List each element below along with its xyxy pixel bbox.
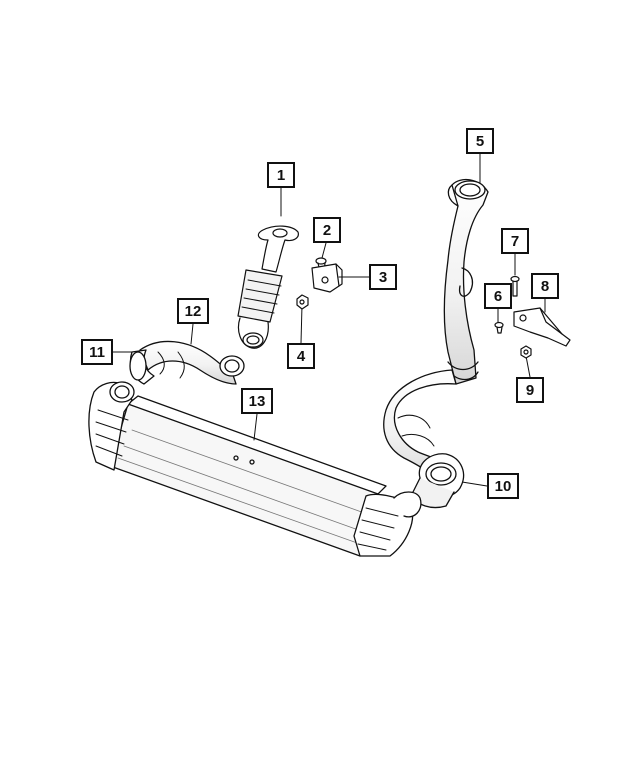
callout-6[interactable]: 6 <box>484 283 512 309</box>
callout-8[interactable]: 8 <box>531 273 559 299</box>
callout-1[interactable]: 1 <box>267 162 295 188</box>
part-8-bracket <box>513 307 571 347</box>
callout-4[interactable]: 4 <box>287 343 315 369</box>
part-5-outlet-hose <box>383 178 489 487</box>
callout-9[interactable]: 9 <box>516 377 544 403</box>
callout-12[interactable]: 12 <box>177 298 209 324</box>
callout-13[interactable]: 13 <box>241 388 273 414</box>
part-4-nut <box>296 294 309 310</box>
callout-11[interactable]: 11 <box>81 339 113 365</box>
part-9-nut <box>520 345 532 359</box>
part-3-bracket <box>311 263 343 293</box>
callout-2[interactable]: 2 <box>313 217 341 243</box>
callout-10[interactable]: 10 <box>487 473 519 499</box>
leader-lines <box>112 153 546 487</box>
callout-3[interactable]: 3 <box>369 264 397 290</box>
part-6-screw <box>494 321 504 334</box>
callout-5[interactable]: 5 <box>466 128 494 154</box>
part-7-bolt <box>510 275 520 297</box>
part-1-inlet-pipe <box>237 225 299 349</box>
part-13-intercooler <box>88 381 422 557</box>
part-12-hose <box>139 340 245 385</box>
callout-7[interactable]: 7 <box>501 228 529 254</box>
part-11-coupling <box>129 349 155 385</box>
